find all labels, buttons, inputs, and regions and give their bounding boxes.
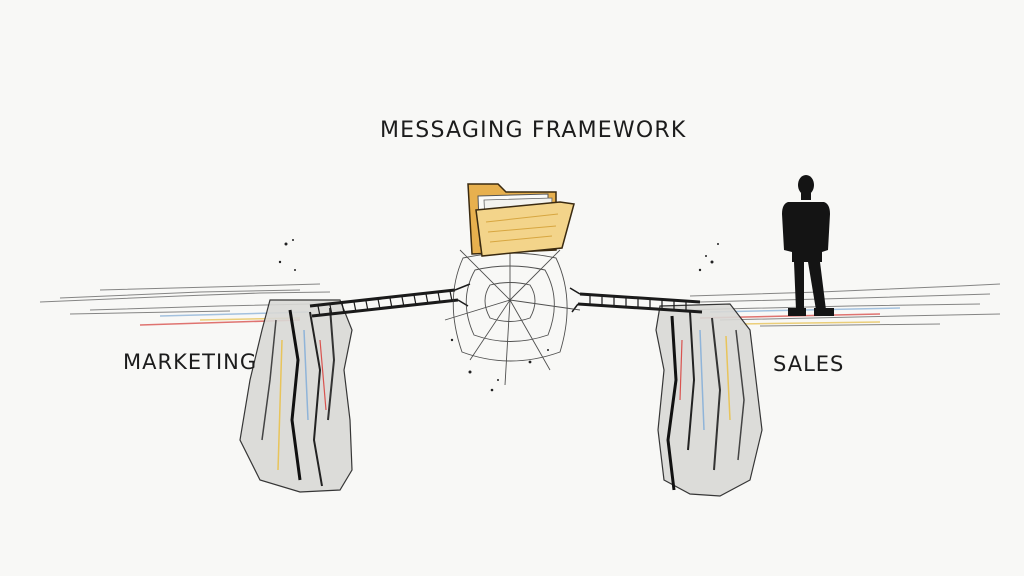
person-silhouette <box>782 175 834 316</box>
folder-icon <box>467 183 575 257</box>
right-horizon-lines <box>679 283 1001 327</box>
left-bridge <box>309 283 471 318</box>
left-cliff <box>239 299 353 493</box>
right-bridge <box>569 287 703 314</box>
left-horizon-lines <box>39 283 331 315</box>
cobweb <box>444 245 581 386</box>
marketing-label: MARKETING <box>123 350 258 374</box>
debris <box>278 239 719 272</box>
web-drops <box>450 338 549 392</box>
right-cliff <box>655 303 763 497</box>
sales-label: SALES <box>773 352 845 376</box>
messaging-framework-label: MESSAGING FRAMEWORK <box>380 118 687 143</box>
